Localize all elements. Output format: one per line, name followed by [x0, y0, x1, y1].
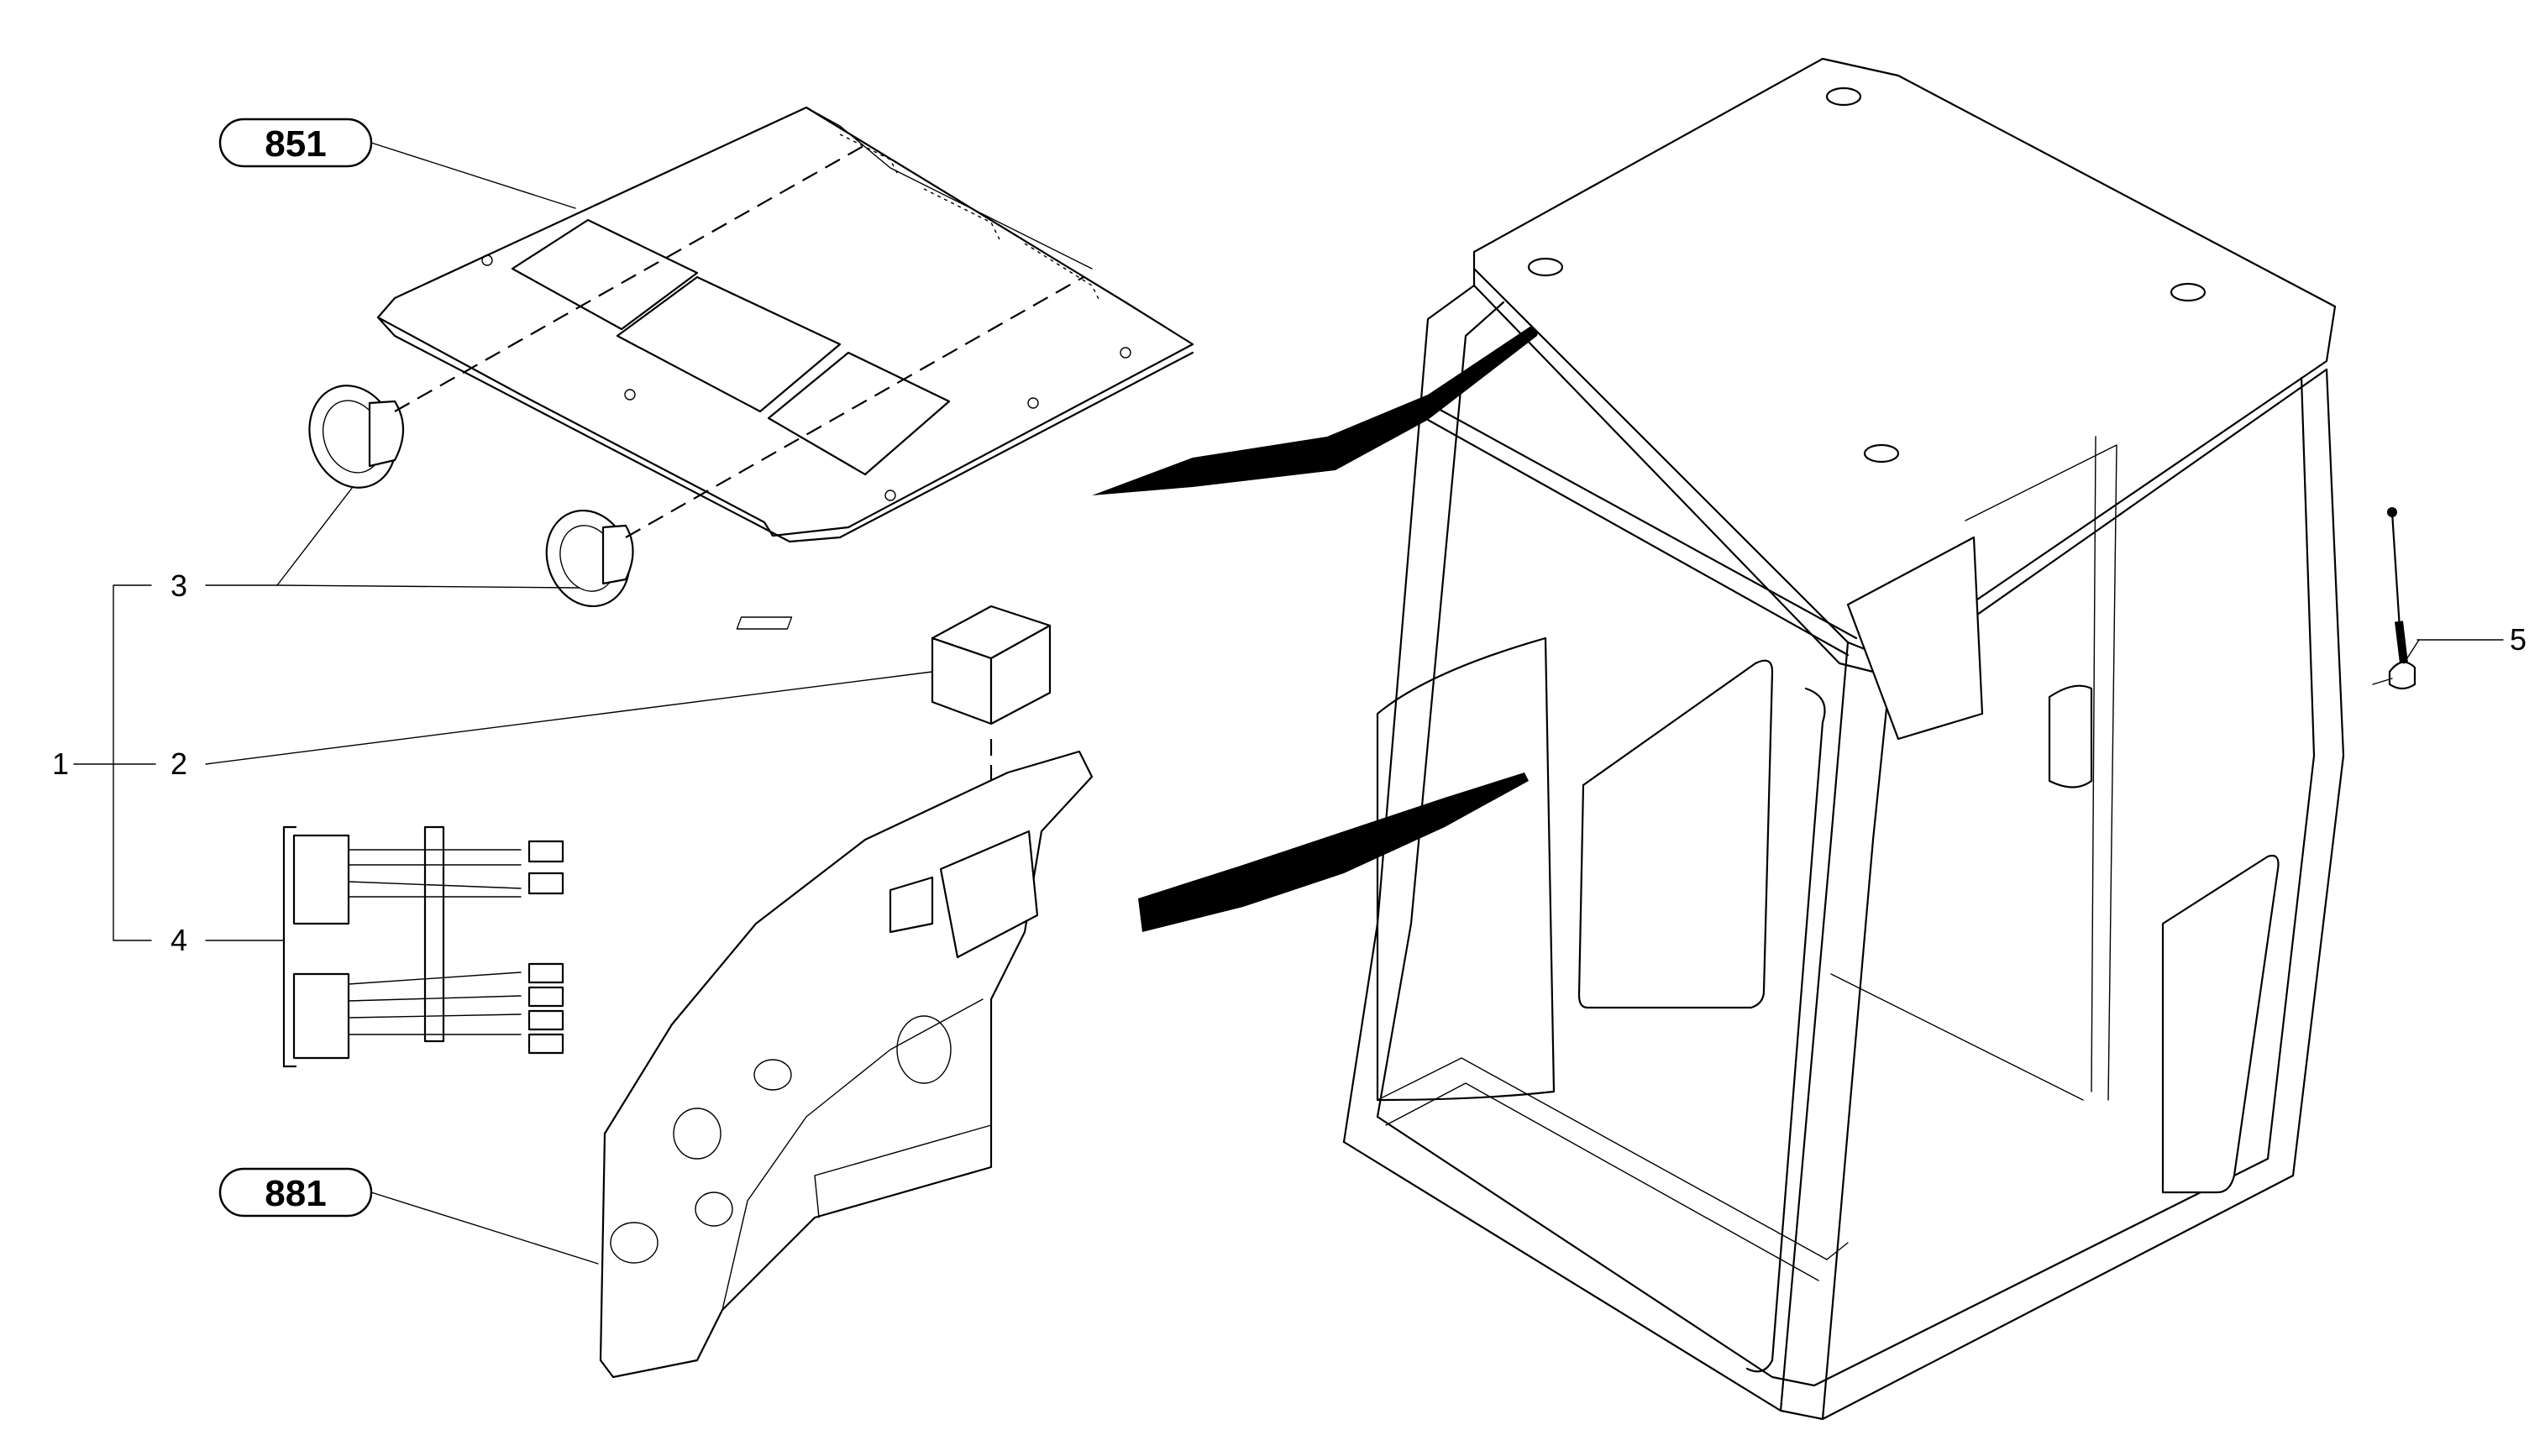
ref-881-label: 881	[265, 1173, 326, 1214]
callout-1: 1	[52, 746, 69, 781]
speaker-upper	[308, 385, 404, 489]
assembly-line	[394, 142, 870, 412]
side-trim-panel	[599, 750, 1094, 1379]
arrow-roof	[1092, 319, 1541, 495]
callout-3: 3	[171, 568, 187, 603]
arrow-side	[1138, 773, 1529, 932]
ref-881: 881	[218, 1167, 373, 1218]
assembly-line	[625, 276, 1084, 538]
antenna	[2372, 507, 2416, 690]
operator-cab	[1342, 57, 2345, 1421]
callout-5: 5	[2510, 622, 2527, 657]
radio-unit	[736, 605, 1052, 725]
roof-trim-panel	[376, 106, 1194, 543]
ref-851: 851	[218, 118, 373, 168]
speaker-lower	[545, 509, 634, 608]
callout-2: 2	[171, 746, 187, 781]
callout-leaders	[73, 142, 2504, 1265]
wiring-harness	[282, 825, 564, 1068]
ref-851-label: 851	[265, 123, 326, 165]
callout-4: 4	[171, 923, 187, 957]
